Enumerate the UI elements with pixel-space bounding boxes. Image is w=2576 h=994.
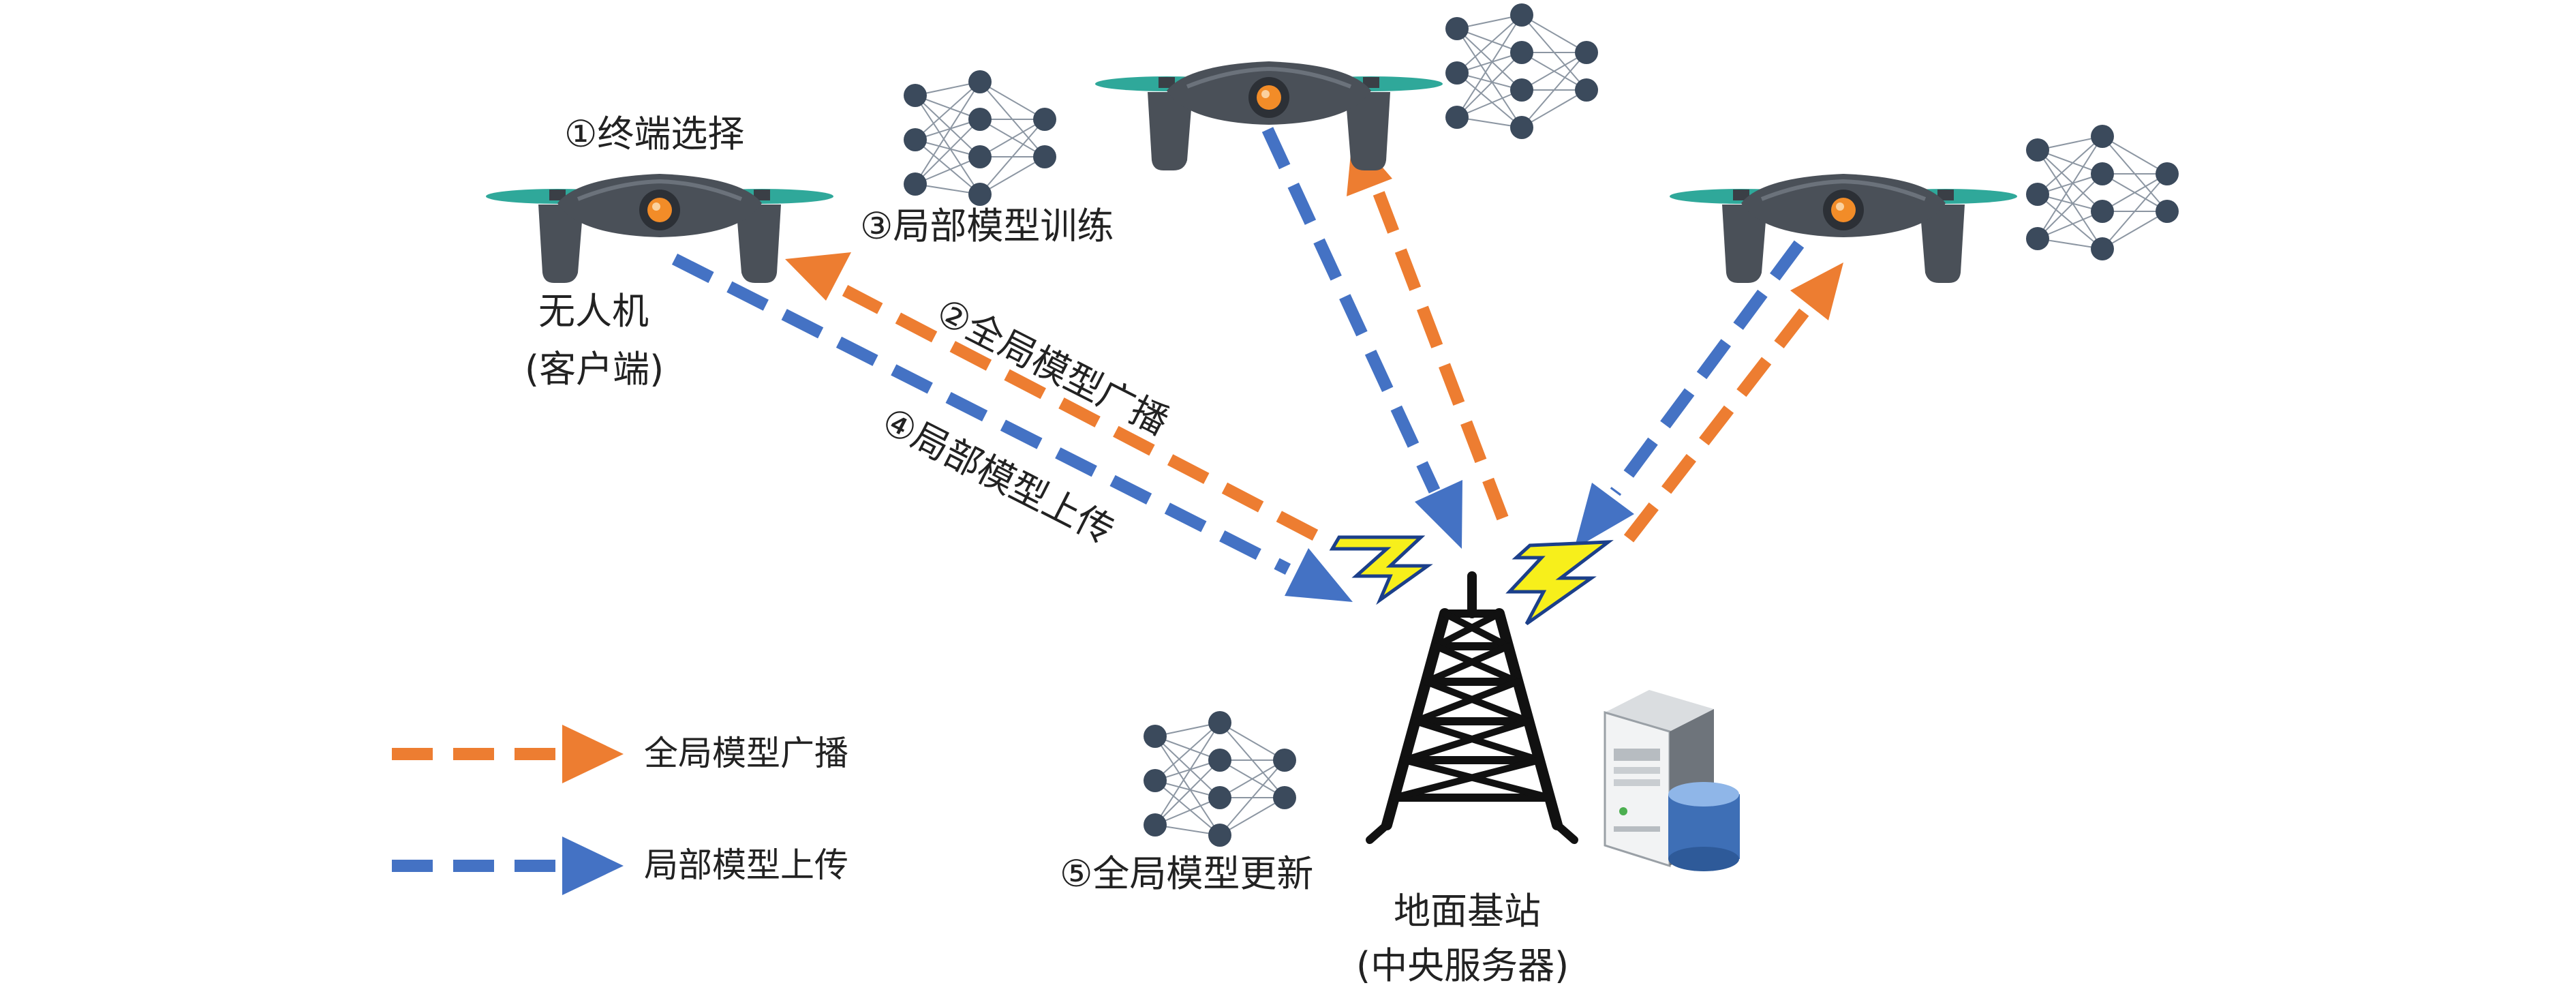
legend-upload-label: 局部模型上传: [644, 845, 848, 885]
broadcast-arrow-right: [1623, 262, 1843, 543]
step4-label: ④局部模型上传: [875, 399, 1120, 552]
drone-icon-center: [1095, 61, 1443, 170]
neural-network-icon-center-drone: [1445, 3, 1599, 140]
upload-arrow-right: [1574, 240, 1805, 549]
lightning-signal-icon: [1329, 535, 1614, 626]
broadcast-arrow-left: [785, 252, 1319, 541]
drone-icon-right: [1670, 174, 2017, 283]
upload-arrow-left: [671, 253, 1353, 602]
legend-upload-swatch: [392, 837, 624, 895]
upload-arrow-center: [1261, 127, 1462, 549]
legend: 全局模型广播 局部模型上传: [392, 725, 848, 895]
server-database-icon: [1604, 690, 1740, 871]
broadcast-arrow-center: [1347, 133, 1509, 521]
step5-label: ⑤全局模型更新: [1060, 852, 1313, 895]
upload-arrows: [671, 127, 1805, 602]
neural-network-icon-local-training: [903, 70, 1057, 207]
step2-label: ②全局模型广播: [930, 290, 1175, 443]
step3-label: ③局部模型训练: [860, 205, 1114, 247]
legend-broadcast-label: 全局模型广播: [644, 734, 848, 773]
station-label-line1: 地面基站: [1394, 890, 1541, 933]
legend-broadcast-swatch: [392, 725, 624, 783]
uav-label-line2: (客户端): [525, 348, 664, 391]
drone-icon-left: [486, 174, 833, 283]
radio-tower-icon: [1366, 571, 1578, 844]
neural-network-icon-global-update: [1143, 710, 1297, 847]
uav-label-line1: 无人机: [538, 290, 649, 333]
station-label-line2: (中央服务器): [1356, 944, 1569, 987]
step1-label: ①终端选择: [564, 112, 744, 155]
neural-network-icon-right-drone: [2025, 124, 2179, 261]
